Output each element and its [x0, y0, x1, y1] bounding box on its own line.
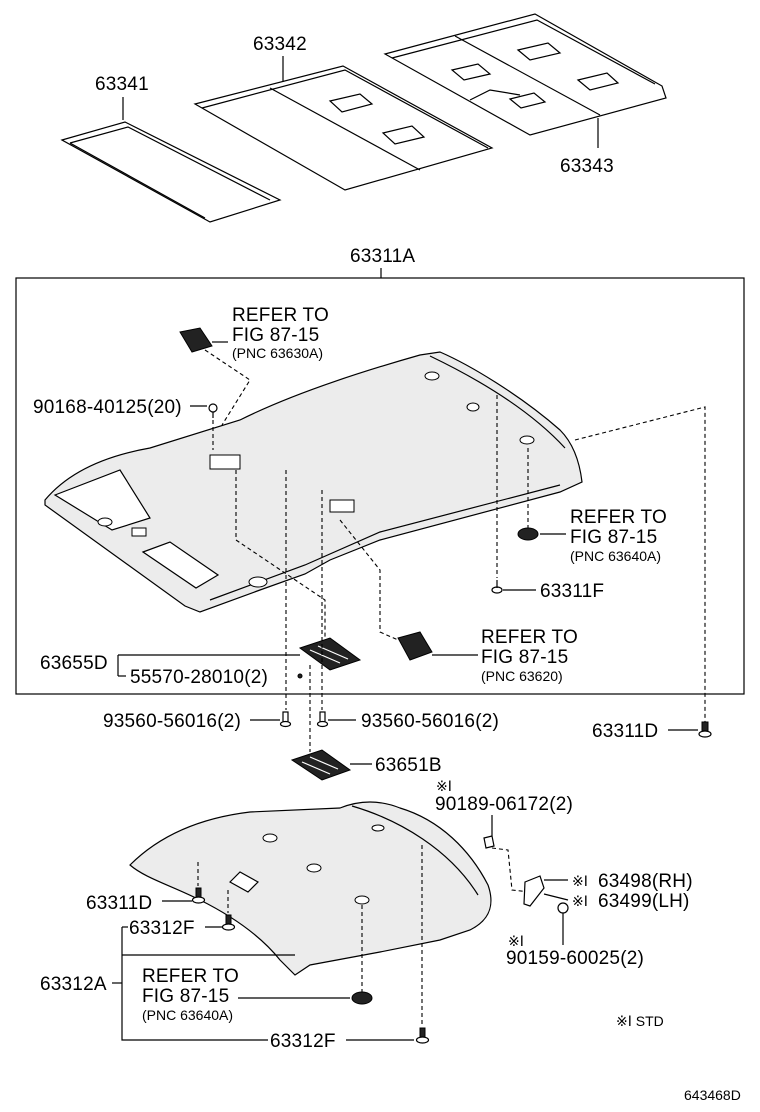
figure-code: 643468D: [684, 1087, 741, 1103]
label-55570[interactable]: 55570-28010(2): [130, 667, 268, 688]
label-63312F-bottom[interactable]: 63312F: [270, 1031, 336, 1052]
label-93560-right[interactable]: 93560-56016(2): [361, 711, 499, 732]
clip-63640A-lower[interactable]: [351, 991, 373, 1005]
label-63312A[interactable]: 63312A: [40, 974, 107, 995]
headliner-63311A[interactable]: [44, 351, 583, 613]
refer1-line3[interactable]: (PNC 63630A): [232, 345, 323, 361]
screw-90159[interactable]: [557, 902, 569, 914]
label-93560-left[interactable]: 93560-56016(2): [103, 711, 241, 732]
label-90159[interactable]: 90159-60025(2): [506, 948, 644, 969]
clip-55570[interactable]: [297, 673, 303, 679]
part-63630A-grip[interactable]: [179, 327, 213, 353]
label-63498[interactable]: 63498(RH): [598, 871, 693, 892]
dash-90189: [491, 847, 531, 893]
clip-63311D-left[interactable]: [191, 887, 206, 904]
dash-63620: [339, 519, 399, 641]
leader-63499: [543, 893, 569, 901]
refer4-line1[interactable]: REFER TO: [142, 966, 239, 987]
dash-63655D: [235, 470, 326, 640]
clip-90189[interactable]: [483, 835, 495, 849]
dash-63311D-right: [574, 406, 706, 722]
label-63341[interactable]: 63341: [95, 74, 149, 95]
refer2-line1[interactable]: REFER TO: [570, 507, 667, 528]
label-63655D[interactable]: 63655D: [40, 653, 108, 674]
clip-63312F-top[interactable]: [221, 914, 236, 931]
label-63499[interactable]: 63499(LH): [598, 891, 690, 912]
refer3-line2[interactable]: FIG 87-15: [481, 647, 568, 668]
refer2-line3[interactable]: (PNC 63640A): [570, 548, 661, 564]
part-63620-grip[interactable]: [397, 631, 433, 661]
clip-63311D-right[interactable]: [698, 721, 712, 738]
label-63342[interactable]: 63342: [253, 34, 307, 55]
headliner-group-box: [15, 277, 745, 695]
label-63312F-top[interactable]: 63312F: [129, 918, 195, 939]
clip-63640A-upper[interactable]: [517, 527, 539, 541]
sheet-63343[interactable]: [383, 13, 667, 136]
refer2-line2[interactable]: FIG 87-15: [570, 527, 657, 548]
label-90168[interactable]: 90168-40125(20): [33, 397, 182, 418]
label-63651B[interactable]: 63651B: [375, 755, 442, 776]
sheet-63342[interactable]: [193, 65, 494, 191]
std-note: ※Ⅰ STD: [616, 1013, 664, 1029]
label-90189[interactable]: 90189-06172(2): [435, 794, 573, 815]
headliner-63312A[interactable]: [129, 801, 492, 976]
label-63311D-left[interactable]: 63311D: [86, 893, 152, 914]
mark-90189[interactable]: ※Ⅰ: [436, 778, 452, 794]
mark-90159[interactable]: ※Ⅰ: [508, 933, 524, 949]
label-63343[interactable]: 63343: [560, 156, 614, 177]
screw-93560-left[interactable]: [279, 711, 292, 728]
label-63311A[interactable]: 63311A: [350, 246, 415, 267]
clip-90168[interactable]: [208, 403, 218, 418]
refer4-line3[interactable]: (PNC 63640A): [142, 1007, 233, 1023]
refer4-line2[interactable]: FIG 87-15: [142, 986, 229, 1007]
dash-63630A: [204, 349, 251, 426]
pad-63655D[interactable]: [298, 637, 362, 671]
clip-63312F-bottom[interactable]: [415, 1027, 430, 1044]
mark-63498[interactable]: ※Ⅰ: [572, 873, 588, 889]
bracket-63312A: [121, 927, 268, 1041]
sheet-63341[interactable]: [60, 121, 282, 223]
label-63311F[interactable]: 63311F: [540, 581, 604, 602]
pad-63651B[interactable]: [290, 749, 352, 781]
refer1-line1[interactable]: REFER TO: [232, 305, 329, 326]
screw-93560-right[interactable]: [316, 711, 329, 728]
refer3-line1[interactable]: REFER TO: [481, 627, 578, 648]
bracket-63498-63499[interactable]: [523, 875, 545, 907]
mark-63499[interactable]: ※Ⅰ: [572, 893, 588, 909]
refer3-line3[interactable]: (PNC 63620): [481, 668, 563, 684]
refer1-line2[interactable]: FIG 87-15: [232, 325, 319, 346]
label-63311D-right[interactable]: 63311D: [592, 721, 658, 742]
clip-63311F[interactable]: [491, 580, 503, 594]
